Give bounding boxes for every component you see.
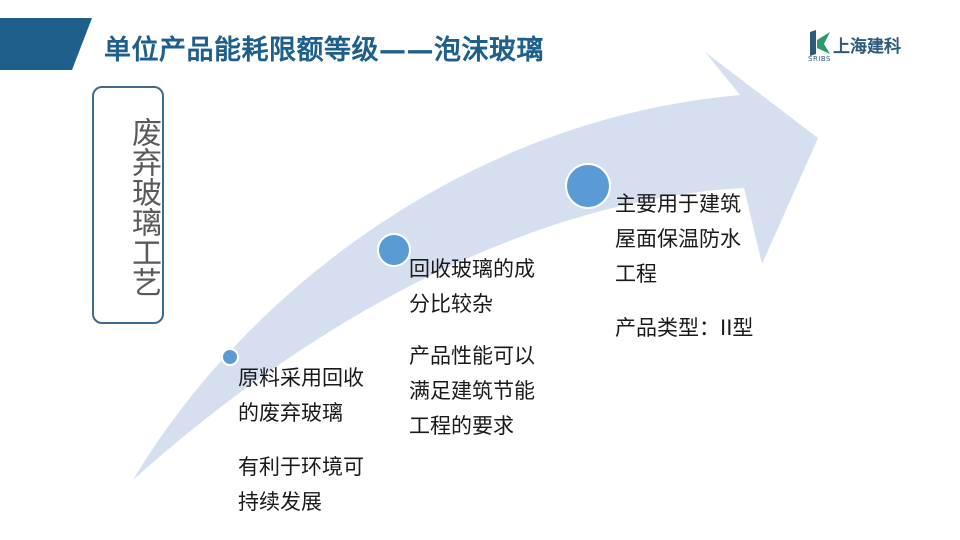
step-2-dot (377, 233, 411, 267)
step-1-note-1: 有利于环境可 (238, 455, 364, 479)
step-1-note-2: 持续发展 (238, 490, 322, 514)
step-3-line-3: 工程 (615, 262, 657, 286)
step-1-line-2: 的废弃玻璃 (238, 401, 343, 425)
step-3-line-2: 屋面保温防水 (615, 227, 741, 251)
step-3-dot (565, 163, 611, 209)
page-title: 单位产品能耗限额等级——泡沫玻璃 (104, 35, 544, 66)
logo-text: 上海建科 (833, 37, 901, 57)
step-2-note-2: 满足建筑节能 (409, 379, 535, 403)
step-1-line-1: 原料采用回收 (238, 366, 364, 390)
sribs-logo-icon (810, 30, 830, 56)
title-accent-bar (0, 18, 92, 70)
step-1-dot (221, 348, 239, 366)
step-2-note-1: 产品性能可以 (409, 344, 535, 368)
step-3-note-1: 产品类型：II型 (615, 316, 754, 340)
process-label-box: 废弃玻璃工艺 (92, 86, 164, 324)
process-label: 废弃玻璃工艺 (126, 117, 161, 297)
step-2-note-3: 工程的要求 (409, 414, 514, 438)
step-2-line-2: 分比较杂 (409, 292, 493, 316)
logo-subtext: SRIBS (808, 55, 831, 63)
step-2-line-1: 回收玻璃的成 (409, 257, 535, 281)
step-3-line-1: 主要用于建筑 (615, 192, 741, 216)
